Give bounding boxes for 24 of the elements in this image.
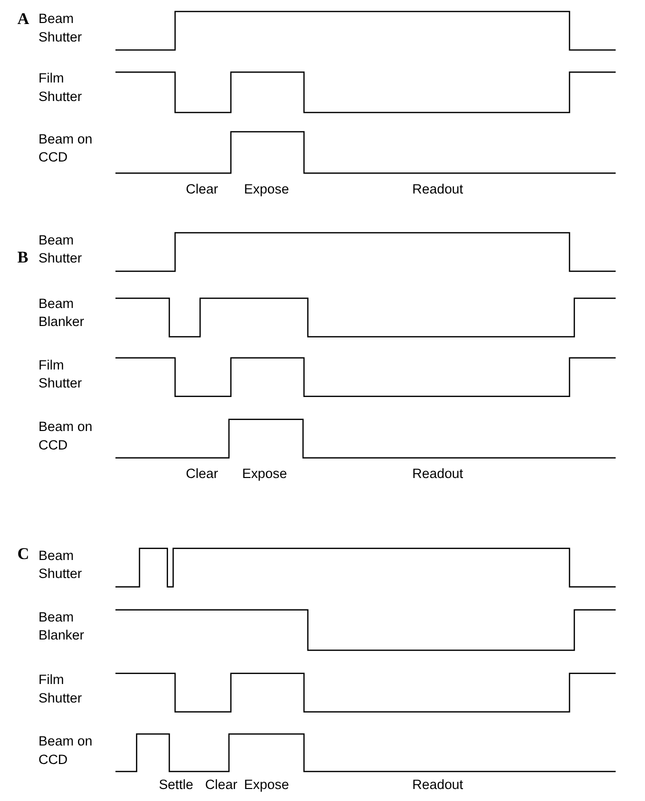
phase-label: Clear — [205, 775, 238, 794]
phase-label: Expose — [242, 464, 288, 483]
phase-label: Expose — [244, 775, 289, 794]
signal-label: Beam on CCD — [38, 130, 94, 166]
signal-label: Beam Blanker — [38, 294, 86, 331]
signal-label: Beam Shutter — [38, 10, 83, 46]
signal-label: Beam Blanker — [38, 608, 86, 645]
phase-label: Readout — [412, 775, 464, 794]
signal-label: Beam Shutter — [38, 230, 83, 268]
panel-letter: B — [17, 248, 28, 266]
phase-label: Readout — [412, 180, 464, 198]
signal-label: Film Shutter — [38, 670, 83, 708]
phase-label: Expose — [244, 180, 289, 198]
signal-label: Film Shutter — [38, 69, 83, 106]
phase-label: Clear — [186, 180, 218, 198]
phase-label: Readout — [412, 464, 464, 483]
panel-letter: A — [17, 10, 30, 28]
signal-label: Beam Shutter — [38, 546, 83, 583]
signal-label: Film Shutter — [38, 356, 83, 392]
phase-label: Clear — [186, 464, 218, 483]
phase-label: Settle — [158, 775, 194, 794]
signal-label: Beam on CCD — [38, 418, 94, 454]
signal-label: Beam on CCD — [38, 732, 94, 769]
panel-letter: C — [17, 544, 30, 563]
